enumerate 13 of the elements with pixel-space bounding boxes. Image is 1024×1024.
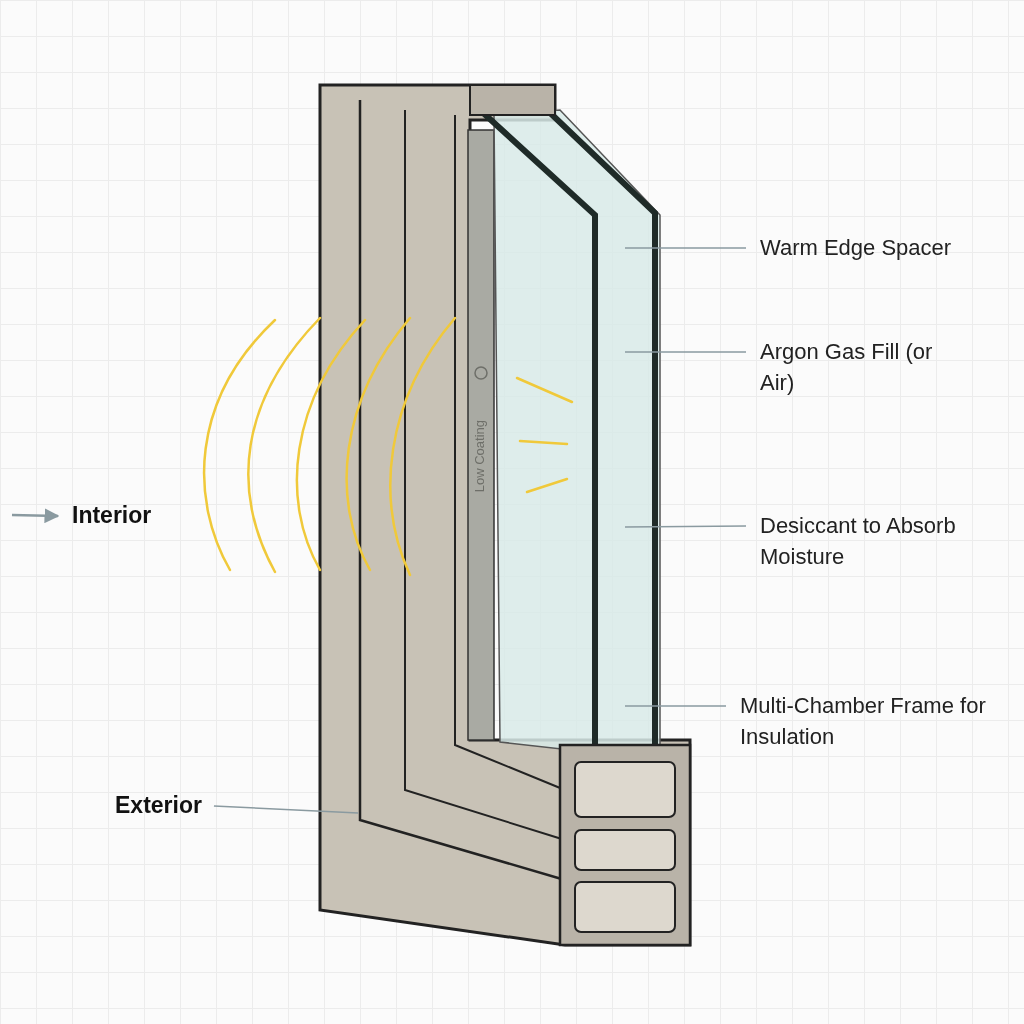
side-label: Interior — [72, 500, 152, 531]
arrow — [11, 508, 60, 524]
side-label: Exterior — [115, 790, 202, 821]
leader-line — [213, 805, 359, 814]
part-label: Warm Edge Spacer — [760, 232, 952, 263]
leader-line — [624, 247, 747, 249]
leader-line — [624, 705, 727, 707]
part-label: Argon Gas Fill (or Air) — [760, 336, 940, 398]
coating-label: Low Coating — [472, 420, 487, 493]
leader-line — [624, 525, 747, 528]
part-label: Desiccant to Absorb Moisture — [760, 510, 1000, 572]
part-label: Multi-Chamber Frame for Insulation — [740, 690, 1000, 752]
leader-line — [624, 351, 747, 353]
